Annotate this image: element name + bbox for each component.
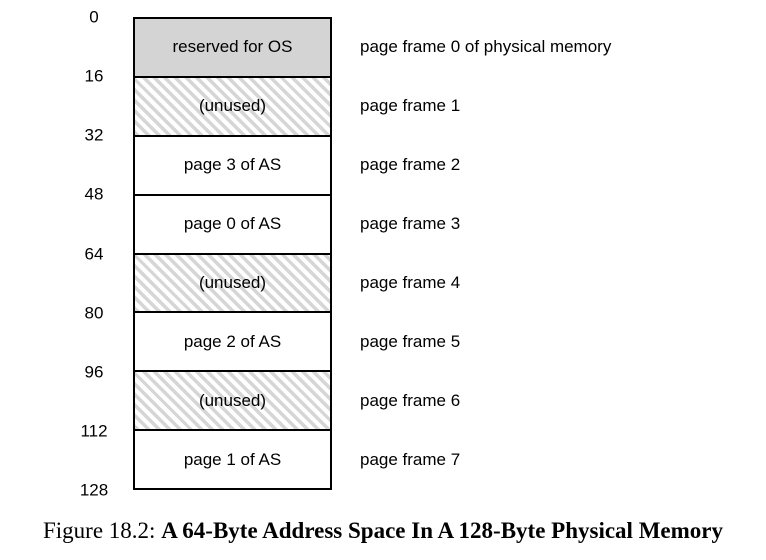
memory-frame-2: page 3 of AS	[135, 136, 330, 196]
frame-label-1: page frame 1	[360, 95, 461, 115]
frame-label-7: page frame 7	[360, 450, 461, 470]
frame-label-4: page frame 4	[360, 273, 461, 293]
memory-frame-5: page 2 of AS	[135, 313, 330, 373]
memory-frame-4: (unused)	[135, 254, 330, 314]
address-label-112: 112	[80, 421, 108, 441]
frame-label-0: page frame 0 of physical memory	[360, 36, 612, 56]
frame-content-label: (unused)	[198, 272, 267, 292]
address-label-0: 0	[89, 7, 99, 27]
address-label-96: 96	[84, 362, 104, 382]
frame-content-label: reserved for OS	[172, 37, 293, 57]
address-label-64: 64	[84, 244, 104, 263]
frame-content-label: page 3 of AS	[183, 155, 282, 175]
physical-memory-box: reserved for OS (unused) page 3 of AS page …	[133, 17, 332, 490]
address-label-80: 80	[84, 303, 104, 323]
frame-label-column: page frame 0 of physical memory page fram…	[360, 17, 740, 490]
frame-content-label: (unused)	[198, 390, 267, 410]
frame-label-6: page frame 6	[360, 391, 461, 411]
figure-caption-title: A 64-Byte Address Space In A 128-Byte Ph…	[161, 518, 723, 543]
frame-content-label: page 1 of AS	[183, 449, 282, 469]
address-label-16: 16	[84, 66, 104, 86]
address-label-48: 48	[84, 184, 104, 204]
figure-caption-prefix: Figure 18.2:	[43, 518, 162, 543]
frame-label-3: page frame 3	[360, 213, 461, 233]
frame-content-label: page 0 of AS	[183, 214, 282, 234]
address-label-32: 32	[84, 125, 104, 145]
frame-content-label: page 2 of AS	[183, 331, 282, 351]
memory-frame-0: reserved for OS	[135, 19, 330, 78]
memory-frame-3: page 0 of AS	[135, 195, 330, 255]
memory-frame-7: page 1 of AS	[135, 431, 330, 488]
frame-content-label: (unused)	[198, 96, 267, 116]
memory-frame-6: (unused)	[135, 372, 330, 432]
figure-caption: Figure 18.2: A 64-Byte Address Space In …	[0, 511, 766, 551]
frame-label-2: page frame 2	[360, 154, 461, 174]
memory-frame-1: (unused)	[135, 77, 330, 137]
frame-label-5: page frame 5	[360, 332, 461, 352]
address-label-128: 128	[79, 480, 109, 500]
